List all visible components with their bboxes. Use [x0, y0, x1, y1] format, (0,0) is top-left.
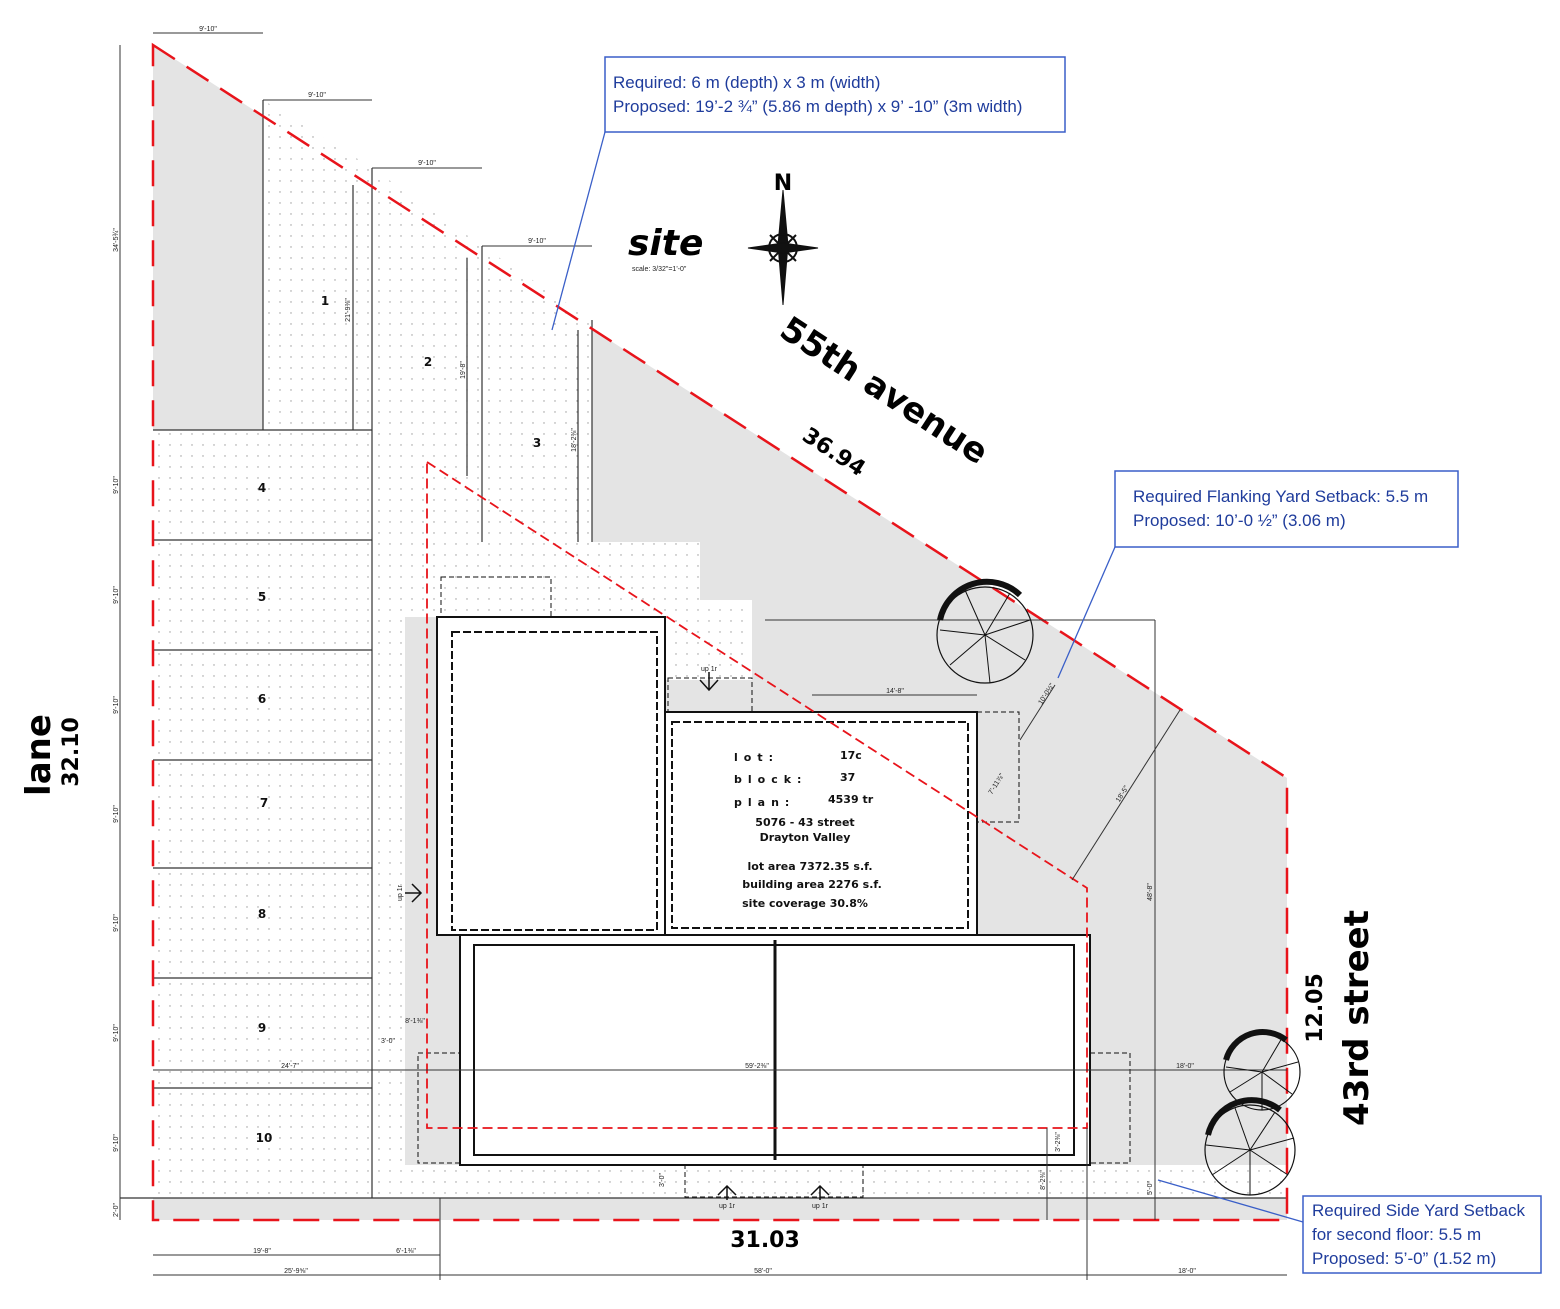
dim-b-19: 19'-8" — [253, 1248, 271, 1255]
dim-bldg-top: 14'-8" — [886, 688, 904, 695]
dim-right-vert: 48'-8" — [1147, 883, 1154, 901]
stall-number: 2 — [424, 355, 432, 369]
stall-number: 10 — [256, 1131, 273, 1145]
stairs-label: up 1r — [812, 1203, 829, 1210]
stall-number: 8 — [258, 907, 266, 921]
lot-info: lot: 17c block: 37 plan: 4539 tr 5076 - … — [734, 749, 882, 910]
dim-left-top: 34'-5¾" — [113, 228, 120, 252]
building — [417, 576, 1131, 1198]
dim-walk1: 8'-1⅜" — [405, 1018, 425, 1025]
length-right: 12.05 — [1303, 973, 1328, 1043]
dim-v-3: 3'-0" — [659, 1173, 666, 1187]
address-line-1: 5076 - 43 street — [755, 816, 854, 829]
stall-number: 9 — [258, 1021, 266, 1035]
length-left: 32.10 — [59, 717, 84, 787]
dim-row: 9'-10" — [113, 1024, 120, 1042]
dim-row: 9'-10" — [113, 805, 120, 823]
stall-number: 3 — [533, 436, 541, 450]
stairs-label: up 1r — [397, 884, 404, 901]
length-bottom: 31.03 — [730, 1228, 800, 1253]
dim-stall3: 18'-2⅜" — [571, 428, 578, 452]
callout-text: Proposed: 5’-0” (1.52 m) — [1312, 1249, 1496, 1268]
stairs-label: up 1r — [719, 1203, 736, 1210]
dim-row: 9'-10" — [113, 1134, 120, 1152]
dim-h-mid: 59'-2⅜" — [745, 1063, 769, 1070]
lot-value: 17c — [840, 749, 862, 762]
stall-number: 6 — [258, 692, 266, 706]
callout-text: Proposed: 10’-0 ½” (3.06 m) — [1133, 511, 1346, 530]
dim-stall-width-2: 9'-10" — [308, 92, 326, 99]
dim-v-3b: 3'-2⅜" — [1055, 1132, 1062, 1152]
callout-text: Required: 6 m (depth) x 3 m (width) — [613, 73, 880, 92]
tree-icons — [936, 578, 1301, 1196]
stall-number: 5 — [258, 590, 266, 604]
callout-text: for second floor: 5.5 m — [1312, 1225, 1481, 1244]
dim-stall-width-1: 9'-10" — [199, 26, 217, 33]
dim-stall-width-3: 9'-10" — [418, 160, 436, 167]
street-43rd-street: 43rd street — [1337, 910, 1377, 1126]
block-label: block: — [734, 773, 807, 786]
callout-side: Required Side Yard Setback for second fl… — [1157, 1179, 1542, 1274]
callout-parking: Required: 6 m (depth) x 3 m (width) Prop… — [551, 56, 1066, 331]
callout-text: Required Flanking Yard Setback: 5.5 m — [1133, 487, 1428, 506]
dimension-lines — [119, 32, 1287, 1280]
dim-b-6: 6'-1⅜" — [396, 1248, 416, 1255]
dim-stall1: 21'-9⅜" — [345, 298, 352, 322]
dim-b-25: 25'-9⅝" — [284, 1268, 308, 1275]
callout-text: Proposed: 19’-2 ¾” (5.86 m depth) x 9’ -… — [613, 97, 1022, 116]
stall-numbers: 1 2 3 4 5 6 7 8 9 10 — [256, 294, 542, 1145]
building-area: building area 2276 s.f. — [742, 878, 882, 891]
dim-v-8: 8'-2⅜" — [1040, 1170, 1047, 1190]
scale-label: scale: 3/32"=1'-0" — [632, 266, 687, 273]
property-line — [151, 42, 1289, 1222]
dim-row: 9'-10" — [113, 914, 120, 932]
tree-icon — [1223, 1028, 1301, 1111]
address-line-2: Drayton Valley — [760, 831, 851, 844]
dim-stall-width-4: 9'-10" — [528, 238, 546, 245]
dim-bottom-row: 2'-0" — [113, 1203, 120, 1217]
stall-number: 7 — [260, 796, 268, 810]
stairs-label: up 1r — [701, 666, 718, 673]
lot-area: lot area 7372.35 s.f. — [748, 860, 873, 873]
stall-number: 4 — [258, 481, 266, 495]
callout-text: Required Side Yard Setback — [1312, 1201, 1525, 1220]
dim-b-58: 58'-0" — [754, 1268, 772, 1275]
north-label: N — [774, 171, 792, 196]
tree-icon — [1204, 1097, 1296, 1196]
dim-h-left: 24'-7" — [281, 1063, 299, 1070]
lot-label: lot: — [734, 751, 779, 764]
tree-icon — [936, 578, 1034, 684]
plan-label: plan: — [734, 796, 795, 809]
dim-walk2: 3'-0" — [381, 1038, 395, 1045]
dim-h-right: 18'-0" — [1176, 1063, 1194, 1070]
street-lane: lane — [19, 714, 59, 796]
dim-b-18: 18'-0" — [1178, 1268, 1196, 1275]
dim-stall2: 19'-8" — [460, 361, 467, 379]
dim-row: 9'-10" — [113, 476, 120, 494]
stairs-markers — [405, 672, 830, 1200]
dim-row: 9'-10" — [113, 696, 120, 714]
block-value: 37 — [840, 771, 855, 784]
dim-row: 9'-10" — [113, 586, 120, 604]
dim-v-5: 5'-0" — [1147, 1181, 1154, 1195]
north-arrow-icon — [747, 189, 819, 306]
stall-number: 1 — [321, 294, 329, 308]
dimension-labels: 9'-10" 9'-10" 9'-10" 9'-10" 34'-5¾" 21'-… — [113, 26, 1196, 1275]
site-title: site — [628, 223, 703, 264]
plan-value: 4539 tr — [828, 793, 874, 806]
callout-flanking: Required Flanking Yard Setback: 5.5 m Pr… — [1057, 470, 1459, 679]
site-coverage: site coverage 30.8% — [742, 897, 868, 910]
